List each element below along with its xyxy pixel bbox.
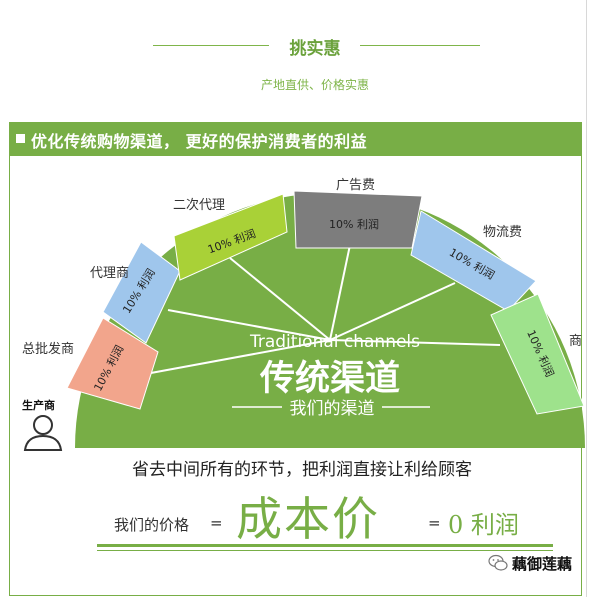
tier-profit-4: 10% 利润 bbox=[329, 217, 379, 231]
spokes bbox=[139, 244, 501, 376]
equals-sign-2: = bbox=[428, 514, 441, 532]
tier-box-2: 10% 利润 bbox=[102, 241, 181, 344]
tier-box-1: 10% 利润 bbox=[66, 317, 159, 410]
tier-label-1: 总批发商 bbox=[22, 342, 75, 357]
page-subtitle: 产地直供、价格实惠 bbox=[260, 78, 369, 92]
zero-profit: 0 利润 bbox=[448, 511, 519, 539]
center-title-en: Traditional channels bbox=[249, 332, 420, 352]
producer-label: 生产商 bbox=[22, 399, 55, 412]
tier-box-6: 10% 利润 bbox=[490, 293, 585, 415]
equals-sign: = bbox=[210, 514, 223, 532]
tier-label-6: 商 bbox=[569, 334, 583, 349]
center-subtitle: 我们的渠道 bbox=[290, 399, 375, 419]
underline-thin bbox=[97, 550, 553, 551]
tier-label-4: 广告费 bbox=[336, 178, 376, 193]
header-line-right bbox=[360, 45, 480, 46]
banner-text: 优化传统购物渠道， 更好的保护消费者的利益 bbox=[31, 132, 368, 151]
underline-thick bbox=[97, 544, 553, 547]
person-icon bbox=[23, 415, 63, 451]
center-title-cn: 传统渠道 bbox=[259, 359, 400, 399]
wechat-icon bbox=[488, 554, 508, 571]
price-label: 我们的价格 bbox=[114, 516, 190, 534]
page-title: 挑实惠 bbox=[289, 39, 341, 59]
content-panel bbox=[9, 156, 582, 596]
tier-label-3: 二次代理 bbox=[173, 198, 226, 213]
save-text: 省去中间所有的环节，把利润直接让利给顾客 bbox=[132, 460, 472, 480]
tier-box-5: 10% 利润 bbox=[410, 210, 537, 312]
tier-label-5: 物流费 bbox=[483, 225, 523, 240]
header-line-left bbox=[153, 45, 269, 46]
page-edge bbox=[586, 0, 587, 597]
bullet-square-icon bbox=[16, 134, 25, 143]
price-value: 成本价 bbox=[236, 492, 380, 546]
tier-label-2: 代理商 bbox=[90, 266, 130, 281]
watermark-text: 藕御莲藕 bbox=[512, 555, 573, 573]
tier-box-4: 10% 利润 bbox=[293, 190, 423, 249]
section-banner bbox=[9, 122, 582, 156]
